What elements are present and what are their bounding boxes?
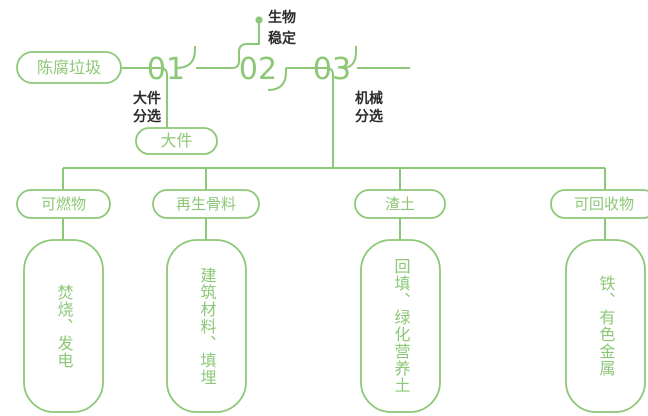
source-pill-label: 陈腐垃圾 [37,58,101,77]
connector-stage2-to-stage3 [286,67,334,96]
stage-number-01: 01 [147,52,185,87]
stage1-process-label-line1: 大件 [133,90,161,107]
output-pill-3-label: 渣土 [385,195,415,213]
detail-box-2[interactable] [166,239,247,413]
stage3-process-label-line1: 机械 [355,90,383,107]
stage2-arc-lower [267,68,287,91]
connector-source-to-stage1 [121,67,168,100]
detail-box-3[interactable] [360,239,441,413]
stage2-input-dot [255,16,263,24]
output-pill-2-label: 再生骨料 [176,195,236,213]
stage3-process-label-line2: 分选 [355,108,383,125]
stage2-process-label-line2: 稳定 [268,30,296,47]
connector-stage2-up [238,22,260,53]
stage-number-03: 03 [313,52,351,87]
detail-box-1[interactable] [23,239,104,413]
stage1-arc-upper [175,46,196,69]
stage1-process-label-line2: 分选 [133,108,161,125]
detail-box-4[interactable] [565,239,646,413]
side-output-pill-label: 大件 [160,131,192,150]
stage-number-02: 02 [239,52,277,87]
connector-stage1-to-stage2 [196,52,240,69]
output-pill-1-label: 可燃物 [41,195,86,213]
stage2-process-label-line1: 生物 [268,9,296,26]
stage3-arc-upper [341,46,357,69]
output-pill-4-label: 可回收物 [574,195,634,213]
side-output-pill[interactable] [135,127,218,155]
